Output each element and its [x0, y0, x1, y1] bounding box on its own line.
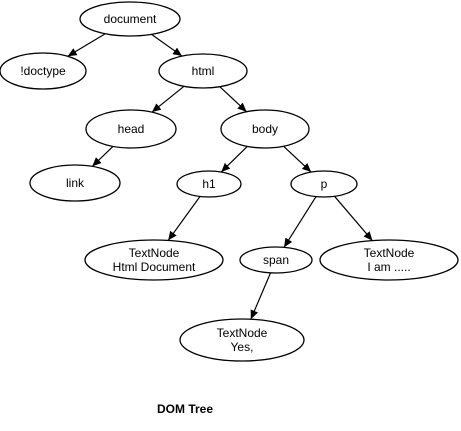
edge-p-to-span [283, 196, 317, 248]
node-p-label: p [321, 177, 328, 191]
node-doctype-ellipse [0, 52, 87, 90]
node-span-label: span [263, 253, 289, 267]
node-link-label: link [66, 176, 85, 190]
node-span: span [239, 246, 313, 274]
edge-body-to-p [283, 145, 312, 173]
node-span-ellipse [239, 246, 313, 274]
node-text-span-ellipse [179, 318, 305, 362]
edge-head-to-link [91, 145, 114, 167]
node-doctype-label: !doctype [20, 64, 66, 78]
edge-html-to-body [219, 86, 247, 113]
node-text-p-label: I am ..... [367, 260, 410, 274]
nodes-layer: document !doctype html head body link h1 pTextN… [0, 1, 459, 362]
node-text-h1-label: Html Document [113, 260, 196, 274]
edge-p-to-text-p [334, 195, 373, 241]
node-p: p [290, 170, 358, 198]
node-document-ellipse [79, 1, 181, 37]
edge-body-to-h1 [220, 145, 248, 173]
edges-layer [67, 33, 373, 320]
edge-html-to-head [151, 85, 185, 113]
node-text-h1-label: TextNode [129, 246, 180, 260]
node-document: document [79, 1, 181, 37]
node-head-label: head [118, 122, 145, 136]
node-head-ellipse [85, 109, 177, 149]
node-body: body [220, 109, 310, 149]
node-document-label: document [104, 12, 157, 26]
node-body-label: body [252, 122, 278, 136]
node-text-span-label: Yes, [231, 340, 254, 354]
node-text-span-label: TextNode [217, 326, 268, 340]
node-text-p-label: TextNode [364, 246, 415, 260]
node-text-h1-ellipse [84, 239, 224, 281]
edge-document-to-html [151, 33, 183, 57]
node-html: html [158, 53, 248, 89]
node-h1-ellipse [176, 170, 242, 198]
edge-span-to-text-span [250, 272, 272, 320]
edge-h1-to-text-h1 [167, 196, 201, 241]
node-link-ellipse [29, 164, 121, 202]
node-link: link [29, 164, 121, 202]
diagram-caption: DOM Tree [156, 402, 213, 416]
node-h1: h1 [176, 170, 242, 198]
node-p-ellipse [290, 170, 358, 198]
node-text-p-ellipse [319, 239, 459, 281]
node-html-ellipse [158, 53, 248, 89]
edge-document-to-doctype [67, 33, 106, 57]
node-doctype: !doctype [0, 52, 87, 90]
node-html-label: html [192, 64, 215, 78]
node-head: head [85, 109, 177, 149]
node-h1-label: h1 [202, 177, 216, 191]
node-body-ellipse [220, 109, 310, 149]
